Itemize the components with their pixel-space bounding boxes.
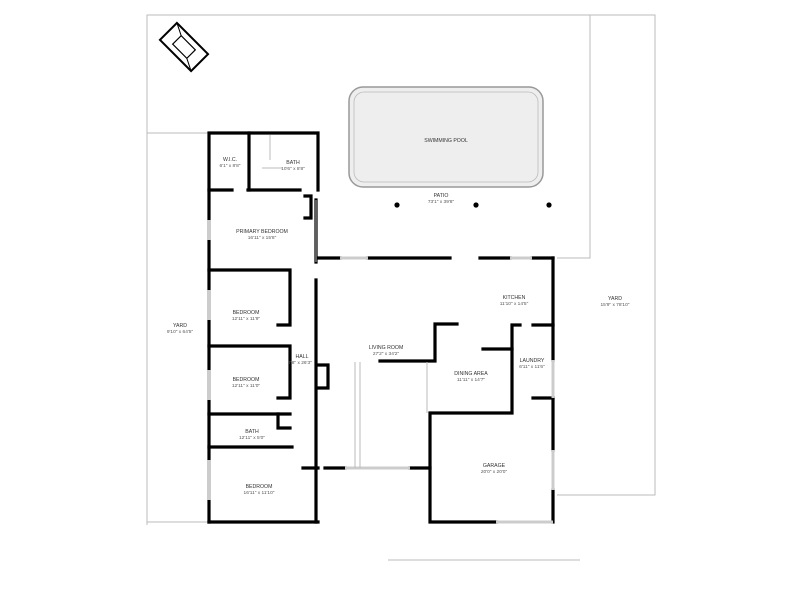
size-laundry: 6'11" x 11'6" xyxy=(519,364,545,370)
size-hall: 7'8" x 26'3" xyxy=(288,360,312,366)
size-patio: 73'1" x 39'8" xyxy=(428,199,455,205)
label-patio: PATIO xyxy=(434,193,449,199)
size-yard-right: 15'9" x 78'10" xyxy=(601,302,630,308)
label-kitchen: KITCHEN xyxy=(503,295,526,301)
size-garage: 20'0" x 20'0" xyxy=(481,469,508,475)
label-swimming-pool: SWIMMING POOL xyxy=(424,138,468,144)
label-laundry: LAUNDRY xyxy=(520,358,545,364)
label-bedroom-2: BEDROOM xyxy=(233,377,260,383)
size-living-room: 27'2" x 34'2" xyxy=(373,351,400,357)
label-living-room: LIVING ROOM xyxy=(369,345,404,351)
size-primary-bedroom: 16'11" x 15'8" xyxy=(248,235,277,241)
size-kitchen: 11'10" x 14'5" xyxy=(500,301,529,307)
size-bedroom-3: 16'11" x 11'10" xyxy=(244,490,275,496)
label-primary-bedroom: PRIMARY BEDROOM xyxy=(236,229,288,235)
label-bath-2: BATH xyxy=(245,429,259,435)
room-labels: W.I.C. 6'1" x 8'8" BATH 10'6" x 8'8" PRI… xyxy=(167,138,630,496)
label-yard-right: YARD xyxy=(608,296,622,302)
size-bath: 10'6" x 8'8" xyxy=(281,166,305,172)
label-dining-area: DINING AREA xyxy=(454,371,488,377)
size-bath-2: 12'11" x 5'0" xyxy=(239,435,265,441)
size-bedroom-2: 12'11" x 11'0" xyxy=(232,383,261,389)
label-yard-left: YARD xyxy=(173,323,187,329)
label-bedroom-1: BEDROOM xyxy=(233,310,260,316)
label-bath: BATH xyxy=(286,160,300,166)
size-yard-left: 9'10" x 64'5" xyxy=(167,329,194,335)
label-wic: W.I.C. xyxy=(223,157,237,163)
size-dining-area: 11'11" x 14'7" xyxy=(457,377,486,383)
windows xyxy=(207,135,555,524)
label-garage: GARAGE xyxy=(483,463,506,469)
label-bedroom-3: BEDROOM xyxy=(246,484,273,490)
patio-posts xyxy=(394,202,552,208)
swimming-pool xyxy=(348,86,544,188)
stairs-icon xyxy=(158,21,210,73)
label-hall: HALL xyxy=(296,354,309,360)
size-bedroom-1: 12'11" x 11'9" xyxy=(232,316,261,322)
site-boundary xyxy=(146,14,656,561)
size-wic: 6'1" x 8'8" xyxy=(220,163,241,169)
